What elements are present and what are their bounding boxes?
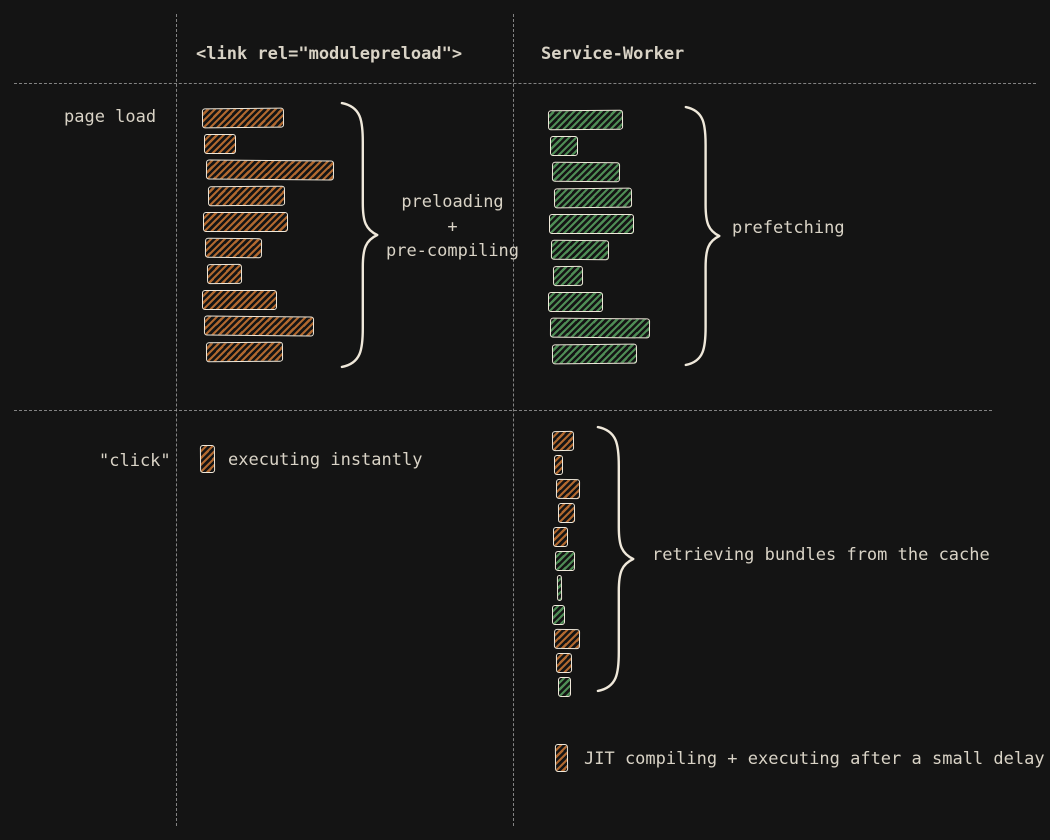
jit-legend-bar [554, 743, 569, 773]
prefetch-bundle-bar [552, 265, 584, 287]
cache-bundle-bar [553, 628, 581, 650]
annotation-retrieving-bundles: retrieving bundles from the cache [652, 545, 990, 565]
annotation-preloading: preloading + pre-compiling [385, 192, 520, 262]
annotation-prefetching: prefetching [732, 218, 845, 238]
prefetch-bundle-bar [549, 317, 651, 339]
cache-retrieval-bar-stack [551, 430, 581, 701]
brace-preloading [340, 102, 378, 368]
preload-bundle-bar [204, 134, 236, 154]
preload-bundle-bar [203, 212, 288, 232]
modulepreload-bar-stack [201, 107, 335, 368]
cache-bundle-bar [554, 455, 563, 475]
preload-bundle-bar [206, 263, 243, 285]
cache-bundle-bar [558, 677, 571, 697]
column-divider-left [176, 14, 177, 826]
executing-bar [199, 444, 216, 474]
column-divider-right [513, 14, 514, 826]
preload-bundle-bar [201, 107, 285, 129]
service-worker-bar-stack [547, 109, 651, 370]
preload-bundle-bar [207, 185, 286, 207]
annotation-executing-instantly: executing instantly [228, 450, 423, 470]
cache-bundle-bar [557, 502, 576, 524]
row-label-click: "click" [99, 451, 171, 471]
row-divider-top [14, 83, 1036, 84]
brace-prefetching [684, 106, 720, 366]
prefetch-bundle-bar [550, 239, 610, 261]
row-label-page-load: page load [64, 107, 157, 127]
prefetch-bundle-bar [550, 136, 578, 156]
brace-cache [596, 426, 634, 692]
annotation-jit-compiling: JIT compiling + executing after a small … [584, 749, 1045, 769]
row-divider-middle [14, 410, 992, 411]
executing-instantly-bar [199, 444, 216, 474]
preload-bundle-bar [203, 315, 315, 337]
jit-bar [554, 743, 569, 773]
cache-bundle-bar [555, 652, 573, 674]
prefetch-bundle-bar [548, 292, 603, 312]
prefetch-bundle-bar [553, 187, 633, 209]
cache-bundle-bar [553, 527, 568, 547]
preload-bundle-bar [205, 159, 335, 181]
prefetch-bundle-bar [551, 343, 638, 365]
prefetch-bundle-bar [549, 214, 634, 234]
cache-bundle-bar [556, 574, 563, 602]
column-header-modulepreload: <link rel="modulepreload"> [196, 44, 463, 64]
preload-bundle-bar [205, 341, 284, 363]
cache-bundle-bar [555, 478, 581, 500]
column-header-service-worker: Service-Worker [541, 44, 685, 64]
cache-bundle-bar [552, 605, 565, 625]
preload-bundle-bar [202, 290, 277, 310]
cache-bundle-bar [551, 430, 575, 452]
prefetch-bundle-bar [547, 109, 624, 131]
prefetch-bundle-bar [551, 161, 621, 183]
preload-bundle-bar [204, 237, 263, 259]
cache-bundle-bar [554, 550, 576, 572]
